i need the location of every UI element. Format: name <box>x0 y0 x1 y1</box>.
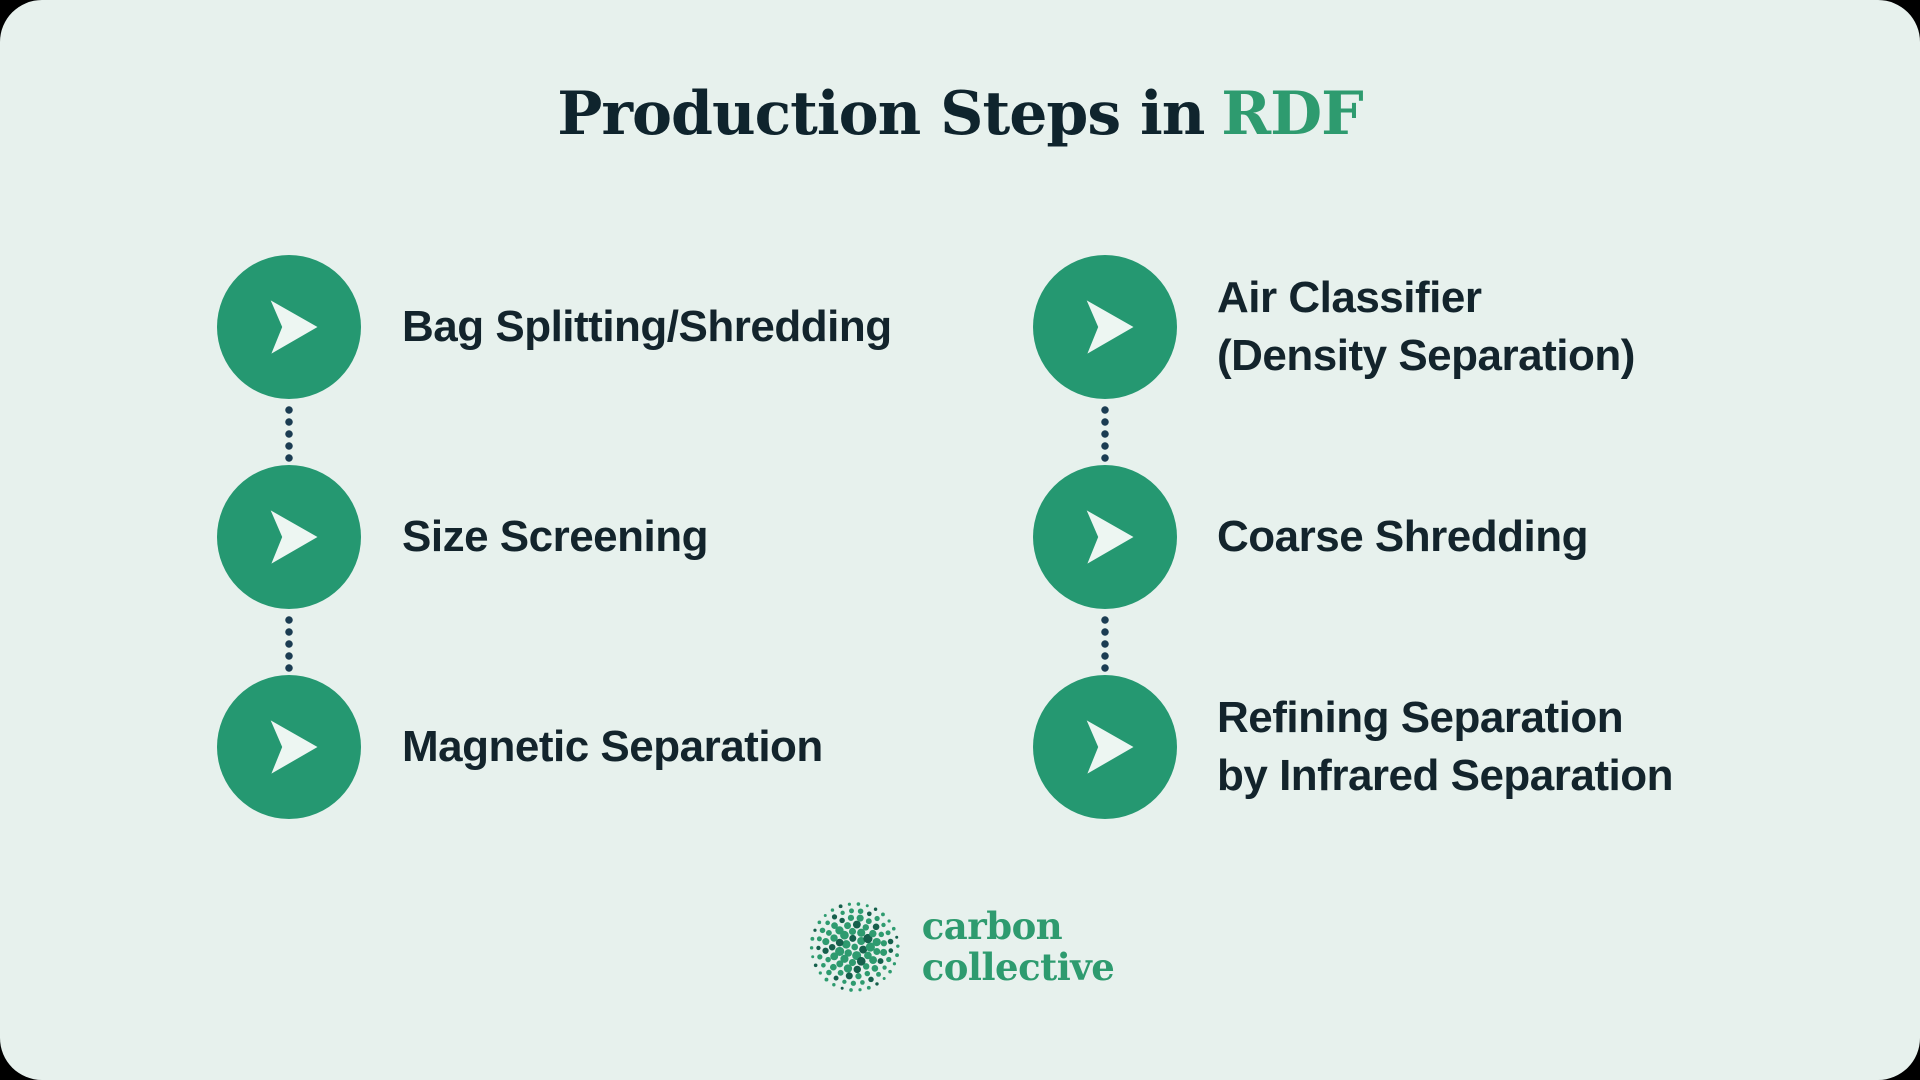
step-circle <box>1033 255 1177 399</box>
step-circle <box>1033 465 1177 609</box>
logo-wordmark-line1: carbon <box>921 904 1063 948</box>
arrow-right-icon <box>270 720 318 774</box>
dotted-connector <box>285 404 293 462</box>
logo-wordmark: carbon collective <box>922 906 1115 988</box>
arrow-right-icon <box>270 510 318 564</box>
step-circle <box>1033 675 1177 819</box>
logo-wordmark-line2: collective <box>921 945 1115 989</box>
step-label: Air Classifier (Density Separation) <box>1217 273 1635 380</box>
arrow-right-icon <box>1086 720 1134 774</box>
page-title-highlight: RDF <box>1221 79 1363 149</box>
step-label: Bag Splitting/Shredding <box>402 302 892 351</box>
page-title-text: Production Steps in <box>557 79 1205 149</box>
step-label: Coarse Shredding <box>1217 512 1588 561</box>
step-label: Magnetic Separation <box>402 722 823 771</box>
step-circle <box>217 465 361 609</box>
carbon-collective-logo: carbon collective <box>806 898 1115 996</box>
dotted-sphere-icon <box>809 902 900 992</box>
arrow-right-icon <box>1086 510 1134 564</box>
dotted-connector <box>285 614 293 672</box>
step-circle <box>217 675 361 819</box>
step-label: Size Screening <box>402 512 709 561</box>
arrow-right-icon <box>270 300 318 354</box>
dotted-connector <box>1101 404 1109 462</box>
step-label: Refining Separation by Infrared Separati… <box>1217 693 1674 800</box>
dotted-connector <box>1101 614 1109 672</box>
step-circle <box>217 255 361 399</box>
arrow-right-icon <box>1086 300 1134 354</box>
